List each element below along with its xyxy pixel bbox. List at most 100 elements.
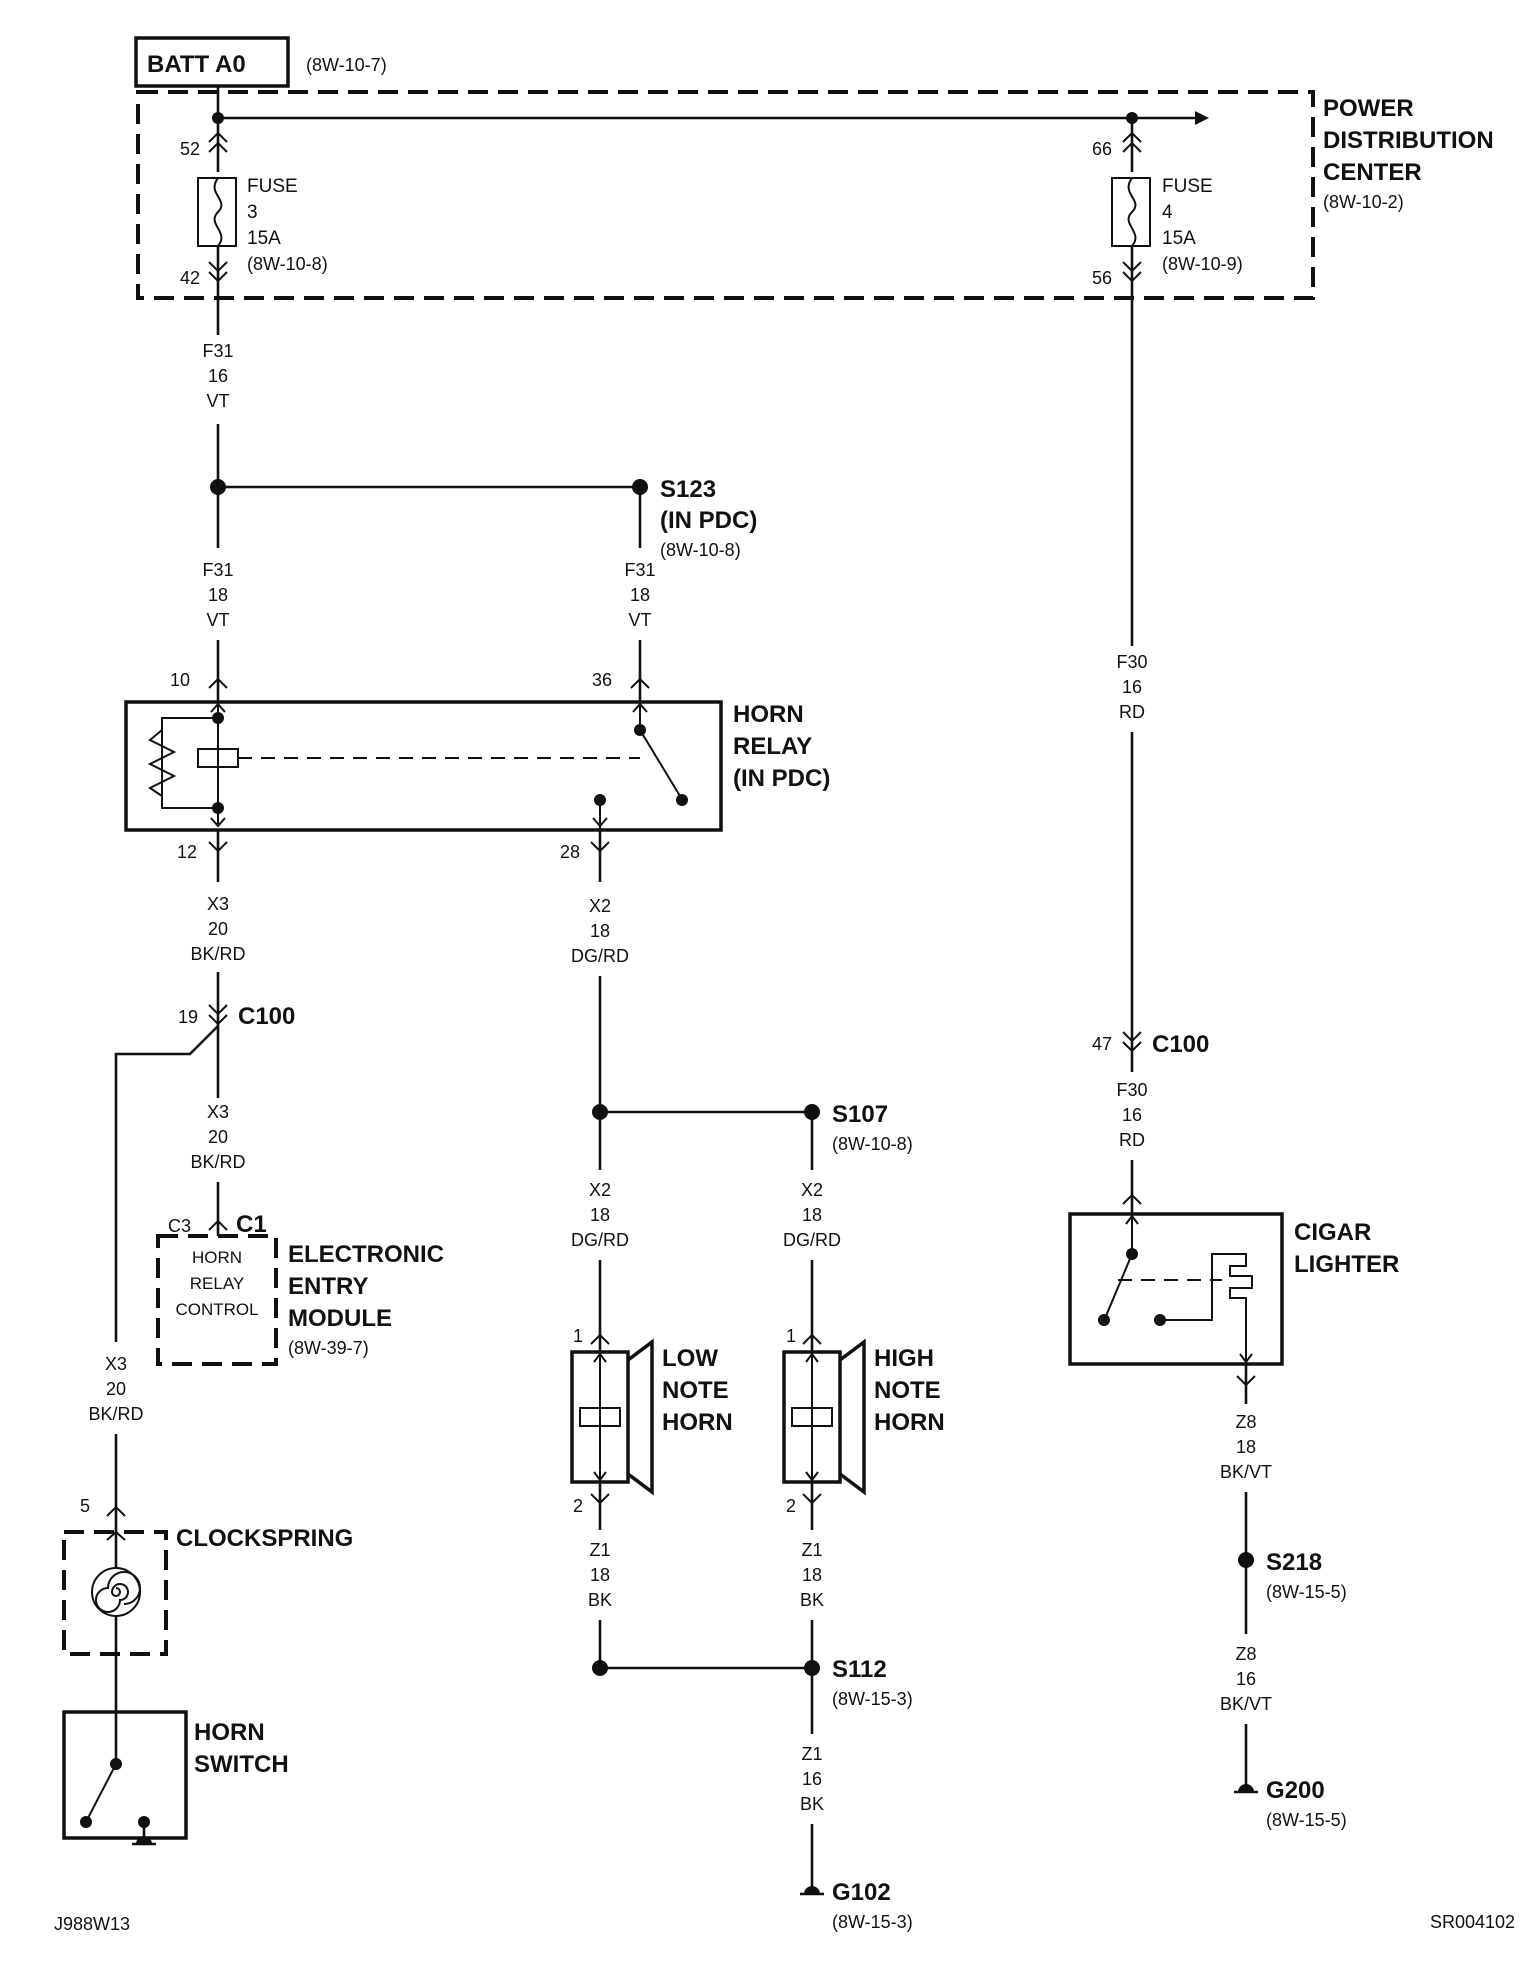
pdc-ref: (8W-10-2) (1323, 192, 1404, 212)
fuse3-l3: 15A (247, 228, 281, 249)
eem-inner1: HORN (192, 1248, 242, 1267)
circuit-z8: Z8 18 BK/VT S218 (8W-15-5) Z8 16 BK/VT G… (1220, 1364, 1347, 1830)
footer-right: SR004102 (1430, 1912, 1515, 1932)
fuse3-pin-out: 42 (180, 268, 200, 288)
fuse4-l1: FUSE (1162, 176, 1213, 197)
splice-s112-dot (804, 1660, 820, 1676)
s123-sub: (IN PDC) (660, 507, 757, 534)
footer-left: J988W13 (54, 1914, 130, 1934)
fuse4-ref: (8W-10-9) (1162, 254, 1243, 274)
eem-pin: C3 (168, 1216, 191, 1236)
g200-ground-icon (1238, 1784, 1254, 1792)
s218-label: S218 (1266, 1549, 1322, 1576)
s112-ref: (8W-15-3) (832, 1689, 913, 1709)
relay-resistor-icon (147, 729, 177, 797)
cigar-line1: CIGAR (1294, 1219, 1371, 1246)
wire-f31-18-left-circuit: F31 (202, 560, 233, 580)
wire-x2-a-color: DG/RD (571, 946, 629, 966)
fuse4-element-icon (1127, 177, 1137, 247)
clockspring-pin: 5 (80, 1496, 90, 1516)
wire-x3-c-gauge: 20 (106, 1379, 126, 1399)
circuit-z1: Z1 18 BK Z1 18 BK S112 (8W-15-3) Z1 16 B… (588, 1540, 913, 1932)
fuse4-pin-in: 66 (1092, 139, 1112, 159)
wire-z1-b-circuit: Z1 (801, 1540, 822, 1560)
fuse3-l2: 3 (247, 202, 258, 223)
wire-z8-b-circuit: Z8 (1235, 1644, 1256, 1664)
c100-right-connector-icon (1122, 1031, 1142, 1053)
wire-z1-c-circuit: Z1 (801, 1744, 822, 1764)
relay-pin-36: 36 (592, 670, 612, 690)
high-horn-line2: NOTE (874, 1377, 941, 1404)
eem-line3: MODULE (288, 1305, 392, 1332)
horn-switch: HORN SWITCH (62, 1710, 289, 1846)
wire-z1-c-color: BK (800, 1794, 824, 1814)
circuit-f31: F31 16 VT S123 (IN PDC) (8W-10-8) F31 18… (202, 298, 757, 702)
s218-ref: (8W-15-5) (1266, 1582, 1347, 1602)
low-horn-coil-icon (579, 1407, 621, 1427)
wire-f31-16-gauge: 16 (208, 366, 228, 386)
high-horn-pin2: 2 (786, 1496, 796, 1516)
high-note-horn: 1 2 HIGH NOTE HORN (782, 1326, 945, 1530)
eem-connector: C1 (236, 1211, 267, 1238)
pdc-outline (136, 90, 1315, 300)
high-horn-pin1: 1 (786, 1326, 796, 1346)
g200-label: G200 (1266, 1777, 1325, 1804)
wire-z1-a-color: BK (588, 1590, 612, 1610)
cigar-heater-element-icon (1229, 1253, 1253, 1310)
wire-f30-b-gauge: 16 (1122, 1105, 1142, 1125)
battery-label: BATT A0 (147, 51, 246, 78)
low-note-horn: 1 2 LOW NOTE HORN (570, 1326, 733, 1530)
eem-outline (156, 1234, 278, 1366)
horn-switch-ground-icon (136, 1836, 152, 1844)
wire-z1-b-color: BK (800, 1590, 824, 1610)
relay-pin-10: 10 (170, 670, 190, 690)
low-horn-line3: HORN (662, 1409, 733, 1436)
wire-f31-16-circuit: F31 (202, 341, 233, 361)
eem-inner2: RELAY (190, 1274, 245, 1293)
g102-ground-icon (804, 1886, 820, 1894)
horn-switch-contact-icon (87, 1763, 117, 1819)
clockspring-coil-icon (95, 1571, 141, 1613)
wire-x2-c-color: DG/RD (783, 1230, 841, 1250)
relay-pin-12: 12 (177, 842, 197, 862)
wire-z1-c-gauge: 16 (802, 1769, 822, 1789)
horn-relay: 10 36 HORN RELAY (IN PDC) 12 28 (124, 670, 830, 882)
circuit-x2: X2 18 DG/RD S107 (8W-10-8) X2 18 DG/RD X… (571, 896, 913, 1352)
fuse4-l3: 15A (1162, 228, 1196, 249)
wire-f31-16-color: VT (206, 391, 229, 411)
low-horn-pin1: 1 (573, 1326, 583, 1346)
wire-f31-18-left-gauge: 18 (208, 585, 228, 605)
eem-ref: (8W-39-7) (288, 1338, 369, 1358)
wire-x2-c-circuit: X2 (801, 1180, 823, 1200)
low-horn-line2: NOTE (662, 1377, 729, 1404)
wire-f30-b-color: RD (1119, 1130, 1145, 1150)
cigar-line2: LIGHTER (1294, 1251, 1399, 1278)
cigar-switch-contact-icon (1105, 1253, 1133, 1317)
wire-f30-a-circuit: F30 (1116, 652, 1147, 672)
horn-relay-line2: RELAY (733, 733, 812, 760)
pdc-line3: CENTER (1323, 159, 1422, 186)
wire-x2-a-circuit: X2 (589, 896, 611, 916)
electronic-entry-module: HORN RELAY CONTROL ELECTRONIC ENTRY MODU… (156, 1234, 444, 1366)
s107-label: S107 (832, 1101, 888, 1128)
wire-x3-b-circuit: X3 (207, 1102, 229, 1122)
eem-inner3: CONTROL (175, 1300, 258, 1319)
fuse3-pin-in: 52 (180, 139, 200, 159)
g102-label: G102 (832, 1879, 891, 1906)
circuit-f30: F30 16 RD 47 C100 F30 16 RD (1092, 298, 1209, 1214)
wire-z1-b-gauge: 18 (802, 1565, 822, 1585)
wire-f31-18-left-color: VT (206, 610, 229, 630)
high-horn-line3: HORN (874, 1409, 945, 1436)
wire-x3-b-gauge: 20 (208, 1127, 228, 1147)
wire-x2-c-gauge: 18 (802, 1205, 822, 1225)
pdc-line2: DISTRIBUTION (1323, 127, 1494, 154)
wire-z8-a-gauge: 18 (1236, 1437, 1256, 1457)
power-distribution-center: POWER DISTRIBUTION CENTER (8W-10-2) (136, 90, 1494, 300)
wire-f30-a-color: RD (1119, 702, 1145, 722)
fuse4-l2: 4 (1162, 202, 1173, 223)
s123-ref: (8W-10-8) (660, 540, 741, 560)
c100-right-label: C100 (1152, 1031, 1209, 1058)
high-horn-bell-icon (838, 1338, 866, 1496)
wire-f30-b-circuit: F30 (1116, 1080, 1147, 1100)
high-horn-line1: HIGH (874, 1345, 934, 1372)
